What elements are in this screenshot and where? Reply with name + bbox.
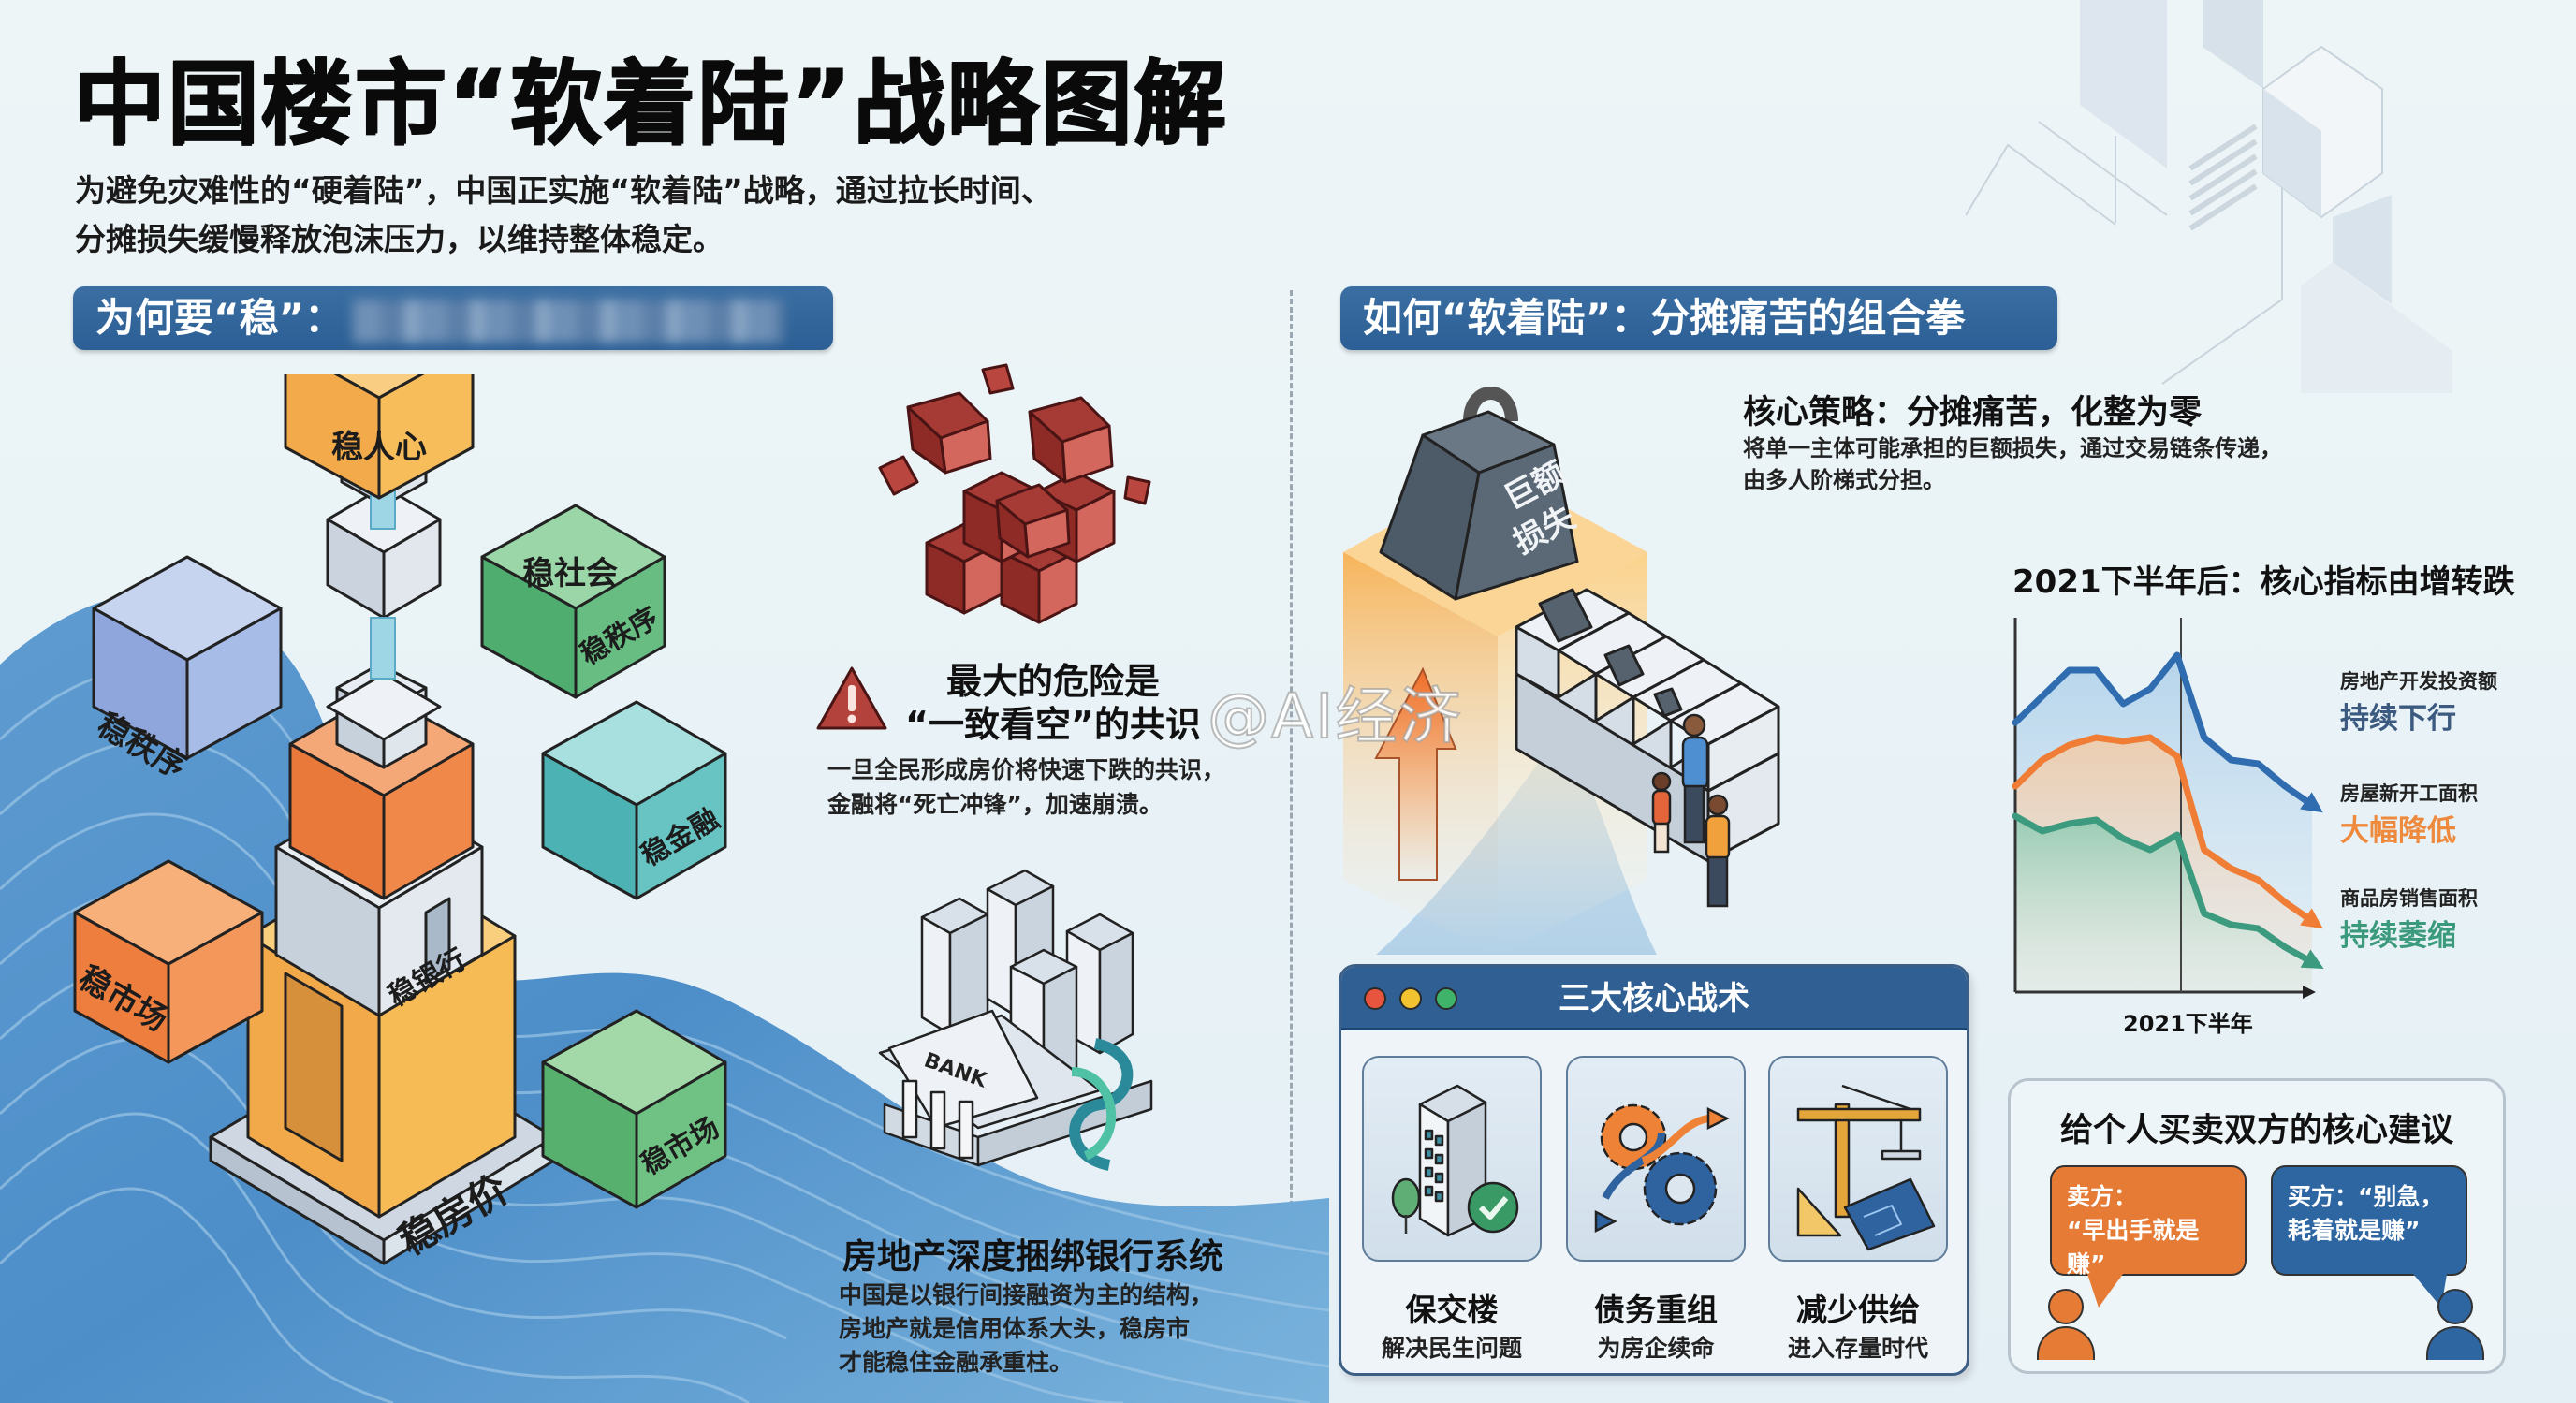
arrow-down-icon xyxy=(2300,949,2324,969)
stability-tower-illustration xyxy=(73,374,727,1265)
arrow-down-icon xyxy=(2300,908,2323,929)
tower xyxy=(920,897,989,1036)
people xyxy=(1651,713,1731,908)
legend-investment-status: 持续下行 xyxy=(2340,702,2456,736)
decorative-geometry xyxy=(1966,0,2452,393)
watermark: @AI经济 xyxy=(1207,680,1463,753)
bank-desc: 中国是以银行间接融资为主的结构， 房地产就是信用体系大头，稳房市 才能稳住金融承… xyxy=(839,1279,1213,1380)
seller-bubble-tail xyxy=(2087,1274,2123,1308)
loss-sharing-stairs-illustration: 巨额 损失 xyxy=(1343,387,1780,955)
legend-investment-name: 房地产开发投资额 xyxy=(2340,670,2497,693)
tactic-name-deliver-homes: 保交楼 xyxy=(1405,1292,1499,1328)
bank-buildings-illustration: BANK xyxy=(878,869,1153,1171)
bank-desc-line-1: 中国是以银行间接融资为主的结构， xyxy=(839,1281,1214,1308)
danger-desc-line-2: 金融将“死亡冲锋”，加速崩溃。 xyxy=(827,791,1163,818)
tactics-panel-header: 三大核心战术 xyxy=(1341,967,1967,1030)
banner-text: 为何要“稳”： xyxy=(95,295,344,341)
seller-label: 卖方： xyxy=(2067,1183,2138,1210)
danger-desc: 一旦全民形成房价将快速下跌的共识， 金融将“死亡冲锋”，加速崩溃。 xyxy=(827,753,1225,822)
tactic-desc-deliver-homes: 解决民生问题 xyxy=(1381,1335,1522,1362)
buyer-speech-bubble: 买方：“别急， 耗着就是赚” xyxy=(2271,1165,2467,1276)
chart-line-2 xyxy=(2012,812,2316,966)
window-dot-green xyxy=(1435,987,1457,1010)
building-check-icon xyxy=(1391,1084,1519,1237)
subtitle-line-1: 为避免灾难性的“硬着陆”，中国正实施“软着陆”战略，通过拉长时间、 xyxy=(75,172,1052,209)
strategy-desc-line-2: 由多人阶梯式分担。 xyxy=(1743,467,1945,493)
bank-desc-line-2: 房地产就是信用体系大头，稳房市 xyxy=(839,1315,1191,1342)
chart-line-0 xyxy=(2012,651,2316,809)
advice-title: 给个人买卖双方的核心建议 xyxy=(2059,1112,2453,1149)
obscured-text xyxy=(353,299,784,343)
legend-investment: 房地产开发投资额 持续下行 xyxy=(2340,666,2497,737)
strategy-title: 核心策略：分摊痛苦，化整为零 xyxy=(1743,394,2203,431)
chart-title: 2021下半年后：核心指标由增转跌 xyxy=(2012,563,2515,601)
buyer-quote: 耗着就是赚” xyxy=(2288,1217,2421,1244)
strategy-desc-line-1: 将单一主体可能承担的巨额损失，通过交易链条传递， xyxy=(1743,435,2282,461)
legend-new-starts: 房屋新开工面积 大幅降低 xyxy=(2340,779,2478,849)
legend-new-starts-status: 大幅降低 xyxy=(2340,814,2456,848)
section-divider xyxy=(1290,290,1293,1366)
legend-sales-status: 持续萎缩 xyxy=(2340,919,2456,953)
bank-desc-line-3: 才能稳住金融承重柱。 xyxy=(839,1349,1074,1376)
banner-text: 如何“软着陆”：分摊痛苦的组合拳 xyxy=(1363,295,1966,341)
cube-label-stable-society: 稳社会 xyxy=(522,555,618,592)
legend-sales: 商品房销售面积 持续萎缩 xyxy=(2340,884,2478,954)
legend-new-starts-name: 房屋新开工面积 xyxy=(2340,782,2478,805)
indicators-line-chart xyxy=(2012,618,2324,999)
section-banner-why-stable: 为何要“稳”： xyxy=(73,286,833,350)
seller-speech-bubble: 卖方： “早出手就是赚” xyxy=(2050,1165,2247,1278)
tactic-desc-reduce-supply: 进入存量时代 xyxy=(1787,1335,1928,1362)
window-dot-yellow xyxy=(1399,987,1422,1010)
seller-quote: “早出手就是赚” xyxy=(2067,1217,2200,1278)
tactics-panel-title: 三大核心战术 xyxy=(1559,980,1749,1017)
chart-x-marker-label: 2021下半年 xyxy=(2123,1011,2253,1037)
danger-title-line-2: “一致看空”的共识 xyxy=(905,704,1201,745)
gears-chain-icon xyxy=(1594,1103,1730,1234)
cube-label-stable-sentiment: 稳人心 xyxy=(331,429,427,466)
danger-desc-line-1: 一旦全民形成房价将快速下跌的共识， xyxy=(827,756,1226,783)
crumbling-cubes-illustration xyxy=(878,363,1151,624)
legend-sales-name: 商品房销售面积 xyxy=(2340,887,2478,910)
warning-triangle-icon xyxy=(816,666,887,730)
tactic-card-reduce-supply xyxy=(1768,1056,1948,1262)
danger-title-line-1: 最大的危险是 xyxy=(945,661,1160,702)
window-dot-red xyxy=(1364,987,1386,1010)
bank-title: 房地产深度捆绑银行系统 xyxy=(842,1236,1223,1277)
tactics-panel: 三大核心战术 xyxy=(1339,964,1969,1376)
tactic-name-reduce-supply: 减少供给 xyxy=(1796,1292,1920,1328)
page-subtitle: 为避免灾难性的“硬着陆”，中国正实施“软着陆”战略，通过拉长时间、 分摊损失缓慢… xyxy=(75,167,1245,264)
tactic-card-deliver-homes xyxy=(1362,1056,1542,1262)
tactic-desc-debt-restructuring: 为房企续命 xyxy=(1597,1335,1715,1362)
crane-blueprint-icon xyxy=(1796,1084,1936,1251)
arrow-down-icon xyxy=(2300,792,2323,813)
advice-box: 给个人买卖双方的核心建议 卖方： “早出手就是赚” 买方：“别急， 耗着就是赚” xyxy=(2008,1078,2506,1374)
strategy-desc: 将单一主体可能承担的巨额损失，通过交易链条传递， 由多人阶梯式分担。 xyxy=(1743,432,2282,496)
section-banner-how-soft-landing: 如何“软着陆”：分摊痛苦的组合拳 xyxy=(1340,286,2057,350)
tactic-name-debt-restructuring: 债务重组 xyxy=(1594,1292,1718,1328)
buyer-label: 买方：“别急， xyxy=(2288,1183,2444,1210)
tactic-card-debt-restructuring xyxy=(1566,1056,1746,1262)
chart-line-1 xyxy=(2012,734,2316,925)
danger-title: 最大的危险是 “一致看空”的共识 xyxy=(899,660,1208,746)
page-title: 中国楼市“软着陆”战略图解 xyxy=(73,51,1227,157)
subtitle-line-2: 分摊损失缓慢释放泡沫压力，以维持整体稳定。 xyxy=(75,221,724,257)
x-axis-arrow-icon xyxy=(2303,986,2316,999)
